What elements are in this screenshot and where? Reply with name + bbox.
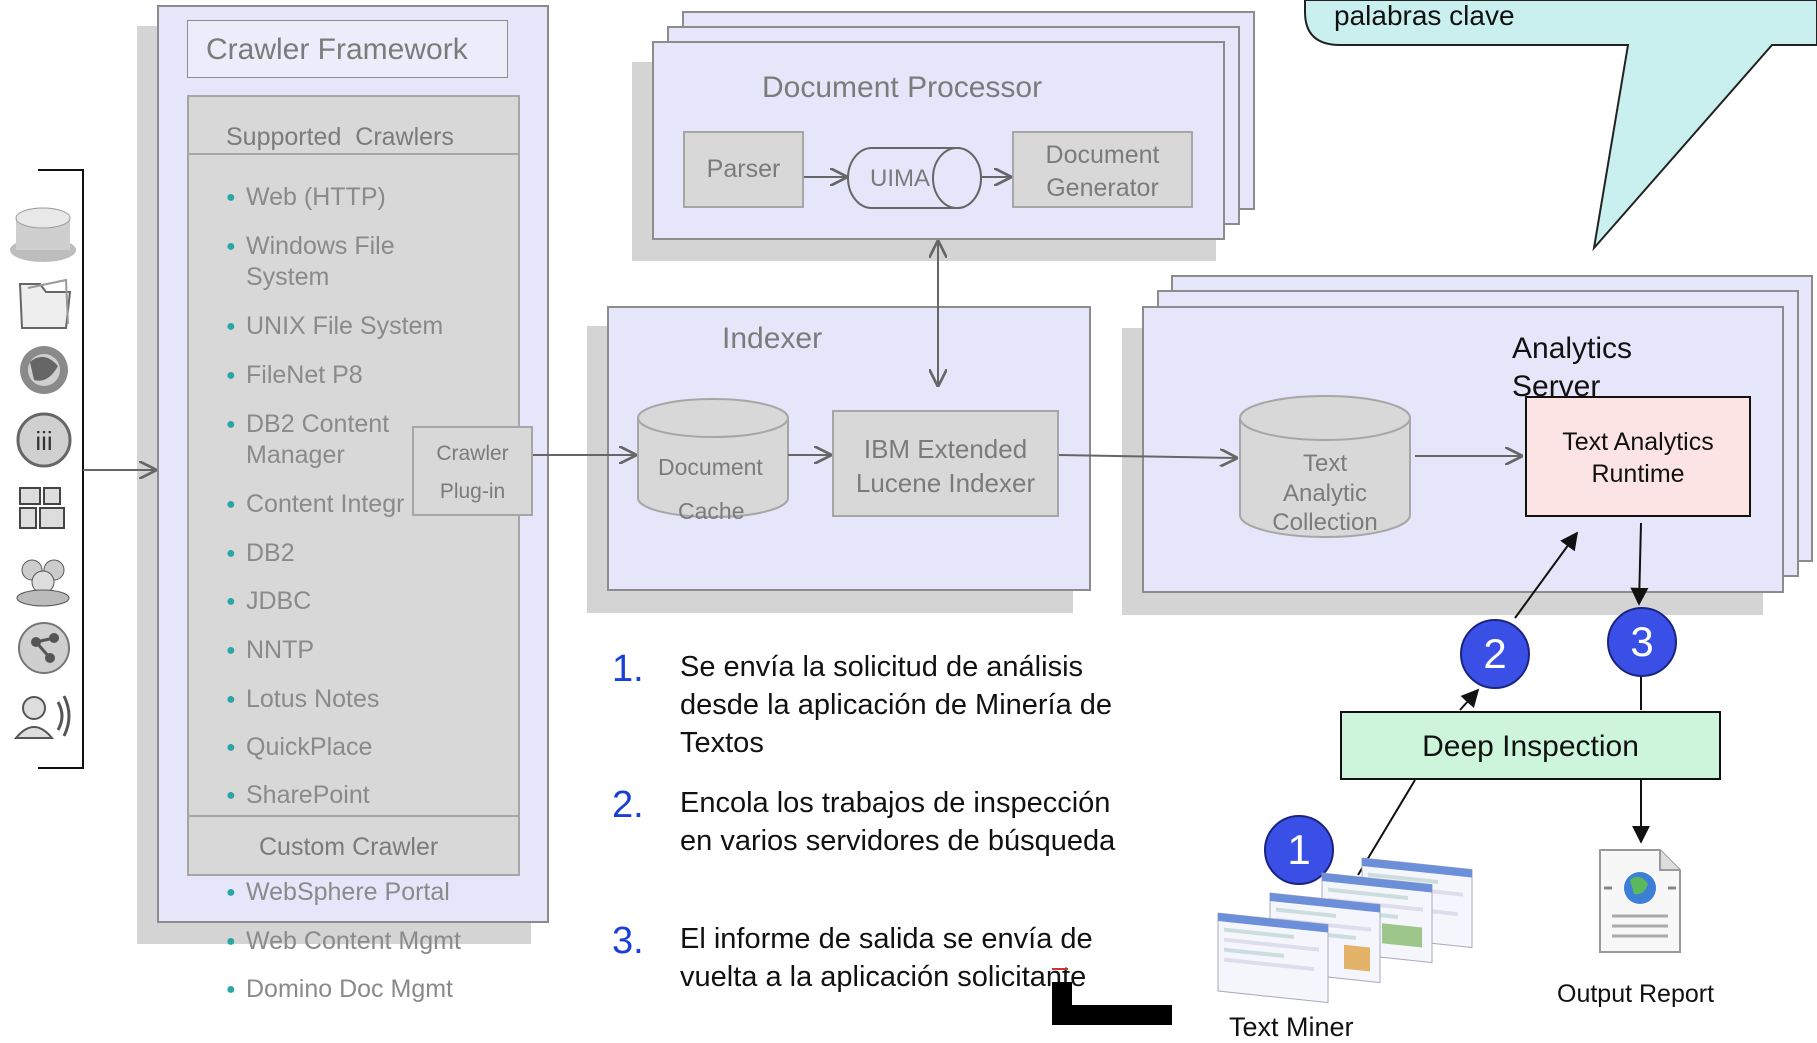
crawler-item: ●DB2 Content Manager: [226, 410, 390, 469]
folder-icon: [8, 272, 78, 332]
generator-line2: Generator: [1046, 174, 1159, 202]
text-miner-label: Text Miner: [1229, 1012, 1354, 1042]
database-icon: [8, 200, 78, 262]
iii-logo-icon: iii: [8, 410, 78, 470]
redaction-bar: [1052, 1005, 1172, 1025]
supported-crawlers-header: Supported Crawlers: [187, 95, 520, 155]
crawler-item: ●QuickPlace: [226, 733, 373, 761]
step-1-text: Se envía la solicitud de análisis desde …: [680, 651, 1113, 759]
crawler-plugin-box: Crawler Plug-in: [412, 426, 533, 516]
document-generator-box: Document Generator: [1012, 131, 1193, 208]
people-group-icon: [8, 548, 78, 608]
crawler-item: ●WebSphere Portal: [226, 878, 450, 906]
crawler-item: ●Content Integr: [226, 490, 405, 518]
uima-label: UIMA: [870, 165, 930, 192]
globe-browser-icon: [8, 340, 78, 400]
lucene-indexer-box: IBM Extended Lucene Indexer: [832, 410, 1059, 517]
crawler-item: ●Domino Doc Mgmt: [226, 975, 453, 1003]
custom-crawler-label: Custom Crawler: [259, 833, 439, 861]
lucene-line1: IBM Extended: [863, 434, 1028, 464]
step-2-text: Encola los trabajos de inspección en var…: [680, 787, 1116, 857]
marker-3: 3: [1607, 607, 1677, 677]
crawler-item: ●Lotus Notes: [226, 685, 380, 713]
document-cache-line2: Cache: [678, 498, 745, 524]
crawler-item: ●Web (HTTP): [226, 183, 386, 211]
step-1-number: 1.: [612, 648, 644, 690]
parser-box: Parser: [683, 131, 804, 208]
marker-2: 2: [1460, 619, 1530, 689]
step-2-number: 2.: [612, 784, 644, 826]
collection-line3: Collection: [1272, 509, 1378, 536]
step-3: 3. El informe de salida se envía de vuel…: [612, 920, 1160, 996]
step-3-number: 3.: [612, 920, 644, 962]
parser-label: Parser: [706, 155, 781, 183]
document-cache-line1: Document: [658, 454, 763, 480]
svg-text:iii: iii: [35, 426, 52, 456]
deep-inspection-box: Deep Inspection: [1340, 711, 1721, 780]
user-speaker-icon: [8, 686, 78, 746]
crawler-framework-title-box: Crawler Framework: [187, 20, 508, 78]
extra-crawler-list: ●WebSphere Portal ●Web Content Mgmt ●Dom…: [226, 0, 461, 1003]
supported-crawlers-label: Supported Crawlers: [226, 123, 454, 151]
redaction-stub: [1052, 982, 1072, 1008]
crawler-list: ●Web (HTTP) ●Windows File System ●UNIX F…: [226, 0, 443, 809]
crawler-item: ●Web Content Mgmt: [226, 927, 461, 955]
redaction-tick: [1052, 968, 1068, 970]
lucene-line2: Lucene Indexer: [855, 468, 1036, 498]
crawler-item: ●Windows File System: [226, 232, 395, 291]
analytics-title-line1: Analytics: [1512, 332, 1633, 365]
deep-inspection-label: Deep Inspection: [1422, 730, 1639, 763]
output-report-label: Output Report: [1557, 980, 1715, 1008]
collection-line2: Analytic: [1282, 480, 1368, 507]
step-1: 1. Se envía la solicitud de análisis des…: [612, 648, 1160, 762]
crawler-item: ●NNTP: [226, 636, 315, 664]
runtime-line1: Text Analytics: [1562, 428, 1714, 456]
collection-line1: Text: [1302, 450, 1347, 477]
indexer-title: Indexer: [722, 322, 823, 355]
custom-crawler-box: Custom Crawler: [187, 815, 520, 876]
runtime-line2: Runtime: [1591, 460, 1685, 488]
document-processor-title: Document Processor: [762, 71, 1043, 104]
crawler-item: ●DB2: [226, 539, 295, 567]
crawler-item: ●SharePoint: [226, 781, 370, 809]
crawler-item: ●FileNet P8: [226, 361, 363, 389]
crawler-framework-title: Crawler Framework: [206, 33, 468, 66]
crawler-item: ●UNIX File System: [226, 312, 444, 340]
generator-line1: Document: [1045, 141, 1160, 169]
crawler-plugin-line2: Plug-in: [439, 480, 506, 503]
callout-text: palabras clave: [1334, 0, 1515, 31]
share-icon: [8, 618, 78, 678]
crawler-item: ●JDBC: [226, 587, 312, 615]
step-2: 2. Encola los trabajos de inspección en …: [612, 784, 1160, 860]
step-3-text: El informe de salida se envía de vuelta …: [680, 923, 1093, 993]
crawler-plugin-line1: Crawler: [436, 442, 509, 465]
text-analytics-runtime-box: Text Analytics Runtime: [1525, 396, 1751, 517]
grid-app-icon: [8, 478, 78, 538]
